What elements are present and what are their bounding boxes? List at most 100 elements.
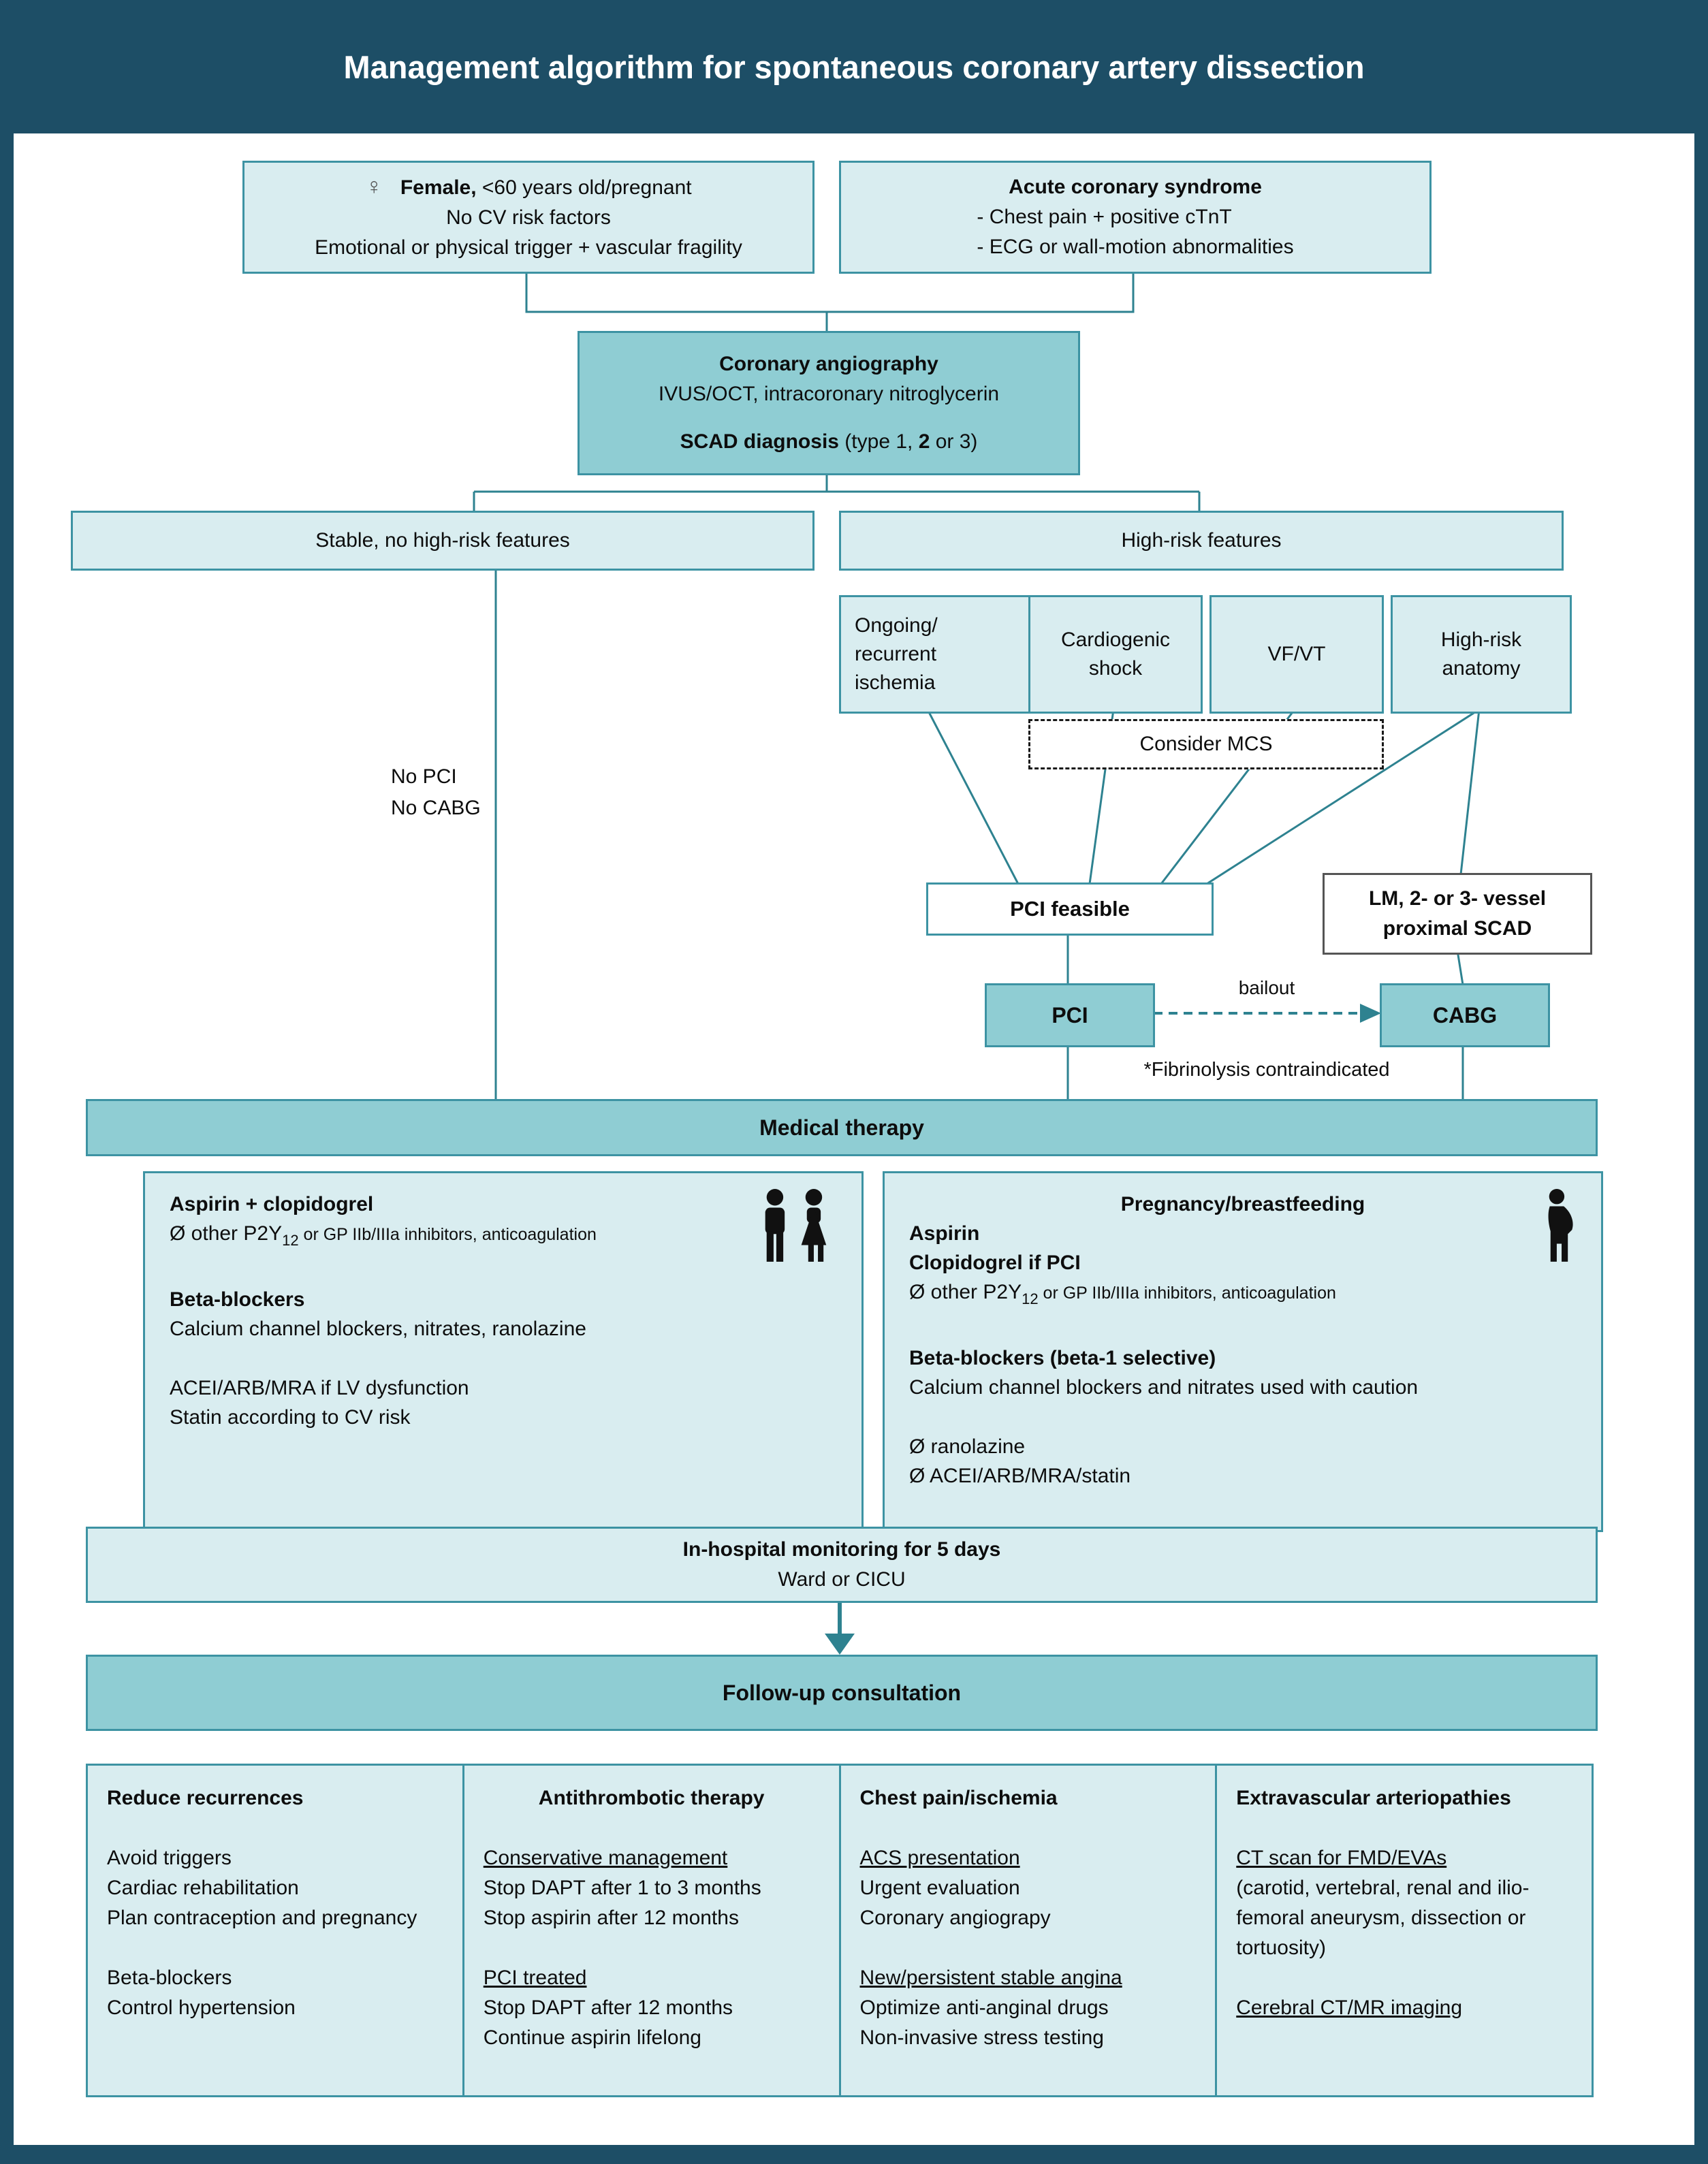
col1-line5: Control hypertension	[107, 1996, 296, 2019]
lm-line2: proximal SCAD	[1382, 917, 1532, 940]
page-title: Management algorithm for spontaneous cor…	[343, 48, 1365, 85]
preg-line1: Aspirin	[909, 1222, 980, 1245]
col3-line3: Optimize anti-anginal drugs	[859, 1996, 1109, 2019]
preg-line3-pre: Ø other	[909, 1281, 983, 1303]
no-pci-line: No PCI	[391, 765, 457, 788]
col1-line4: Beta-blockers	[107, 1967, 232, 1989]
anatomy-line2: anatomy	[1442, 657, 1521, 680]
preg-line3-p2y: P2Y	[983, 1281, 1022, 1303]
anatomy-line1: High-risk	[1440, 628, 1522, 651]
female-line1-rest: <60 years old/pregnant	[476, 176, 692, 199]
female-profile-box: ♀ Female, <60 years old/pregnant No CV ri…	[242, 161, 815, 274]
gen-line2-sub: 12	[282, 1232, 299, 1249]
scad-diagnosis-bold: SCAD diagnosis	[680, 430, 839, 453]
col4-line1: (carotid, vertebral, renal and ilio-femo…	[1236, 1877, 1530, 1959]
consider-mcs-box: Consider MCS	[1028, 719, 1384, 769]
col2-line4: Continue aspirin lifelong	[483, 2026, 701, 2049]
lm-multivessel-box: LM, 2- or 3- vessel proximal SCAD	[1323, 873, 1592, 955]
col3-sub2: New/persistent stable angina	[859, 1967, 1122, 1989]
monitoring-line2: Ward or CICU	[778, 1568, 906, 1591]
col2-line3: Stop DAPT after 12 months	[483, 1996, 733, 2019]
preg-line5: Calcium channel blockers and nitrates us…	[909, 1376, 1419, 1399]
column-chest-pain-ischemia: Chest pain/ischemia ACS presentation Urg…	[838, 1764, 1218, 2097]
col3-heading: Chest pain/ischemia	[859, 1787, 1058, 1809]
general-therapy-box: Aspirin + clopidogrel Ø other P2Y12 or G…	[143, 1171, 864, 1532]
followup-label: Follow-up consultation	[722, 1680, 962, 1705]
female-line3: Emotional or physical trigger + vascular…	[315, 236, 742, 259]
ongoing-line2: recurrent	[855, 643, 937, 665]
high-risk-label: High-risk features	[1121, 529, 1282, 552]
acs-box: Acute coronary syndrome - Chest pain + p…	[839, 161, 1432, 274]
high-risk-branch-box: High-risk features	[839, 511, 1564, 571]
cabg-label: CABG	[1432, 1002, 1498, 1028]
column-extravascular-arteriopathies: Extravascular arteriopathies CT scan for…	[1215, 1764, 1594, 2097]
medical-therapy-label: Medical therapy	[759, 1115, 924, 1140]
pci-label: PCI	[1051, 1002, 1088, 1028]
followup-banner: Follow-up consultation	[86, 1655, 1598, 1731]
preg-line7: Ø ACEI/ARB/MRA/statin	[909, 1465, 1131, 1487]
col1-heading: Reduce recurrences	[107, 1787, 304, 1809]
man-woman-icon	[755, 1188, 838, 1273]
lm-line1: LM, 2- or 3- vessel	[1368, 887, 1547, 910]
angiography-subheading: IVUS/OCT, intracoronary nitroglycerin	[658, 383, 1000, 405]
ongoing-line3: ischemia	[855, 671, 936, 694]
fibrinolysis-note: *Fibrinolysis contraindicated	[1143, 1059, 1390, 1081]
ongoing-ischemia-box: Ongoing/ recurrent ischemia	[839, 595, 1034, 714]
preg-line3-rest: or GP IIb/IIIa inhibitors, anticoagulati…	[1038, 1284, 1336, 1303]
preg-line4: Beta-blockers (beta-1 selective)	[909, 1347, 1216, 1369]
shock-line1: Cardiogenic	[1060, 628, 1171, 651]
col2-sub1: Conservative management	[483, 1847, 728, 1869]
ongoing-line1: Ongoing/	[855, 614, 938, 637]
no-cabg-line: No CABG	[391, 797, 481, 819]
pci-feasible-box: PCI feasible	[926, 882, 1214, 936]
gen-line5: ACEI/ARB/MRA if LV dysfunction	[170, 1377, 469, 1399]
monitoring-banner: In-hospital monitoring for 5 days Ward o…	[86, 1527, 1598, 1603]
preg-line3: Ø other P2Y12 or GP IIb/IIIa inhibitors,…	[909, 1277, 1577, 1314]
angiography-heading: Coronary angiography	[719, 353, 938, 375]
col3-line2: Coronary angiograpy	[859, 1907, 1051, 1929]
col3-line4: Non-invasive stress testing	[859, 2026, 1104, 2049]
medical-therapy-banner: Medical therapy	[86, 1099, 1598, 1156]
gen-line2: Ø other P2Y12 or GP IIb/IIIa inhibitors,…	[170, 1219, 837, 1255]
cardiogenic-shock-box: Cardiogenic shock	[1028, 595, 1203, 714]
pci-feasible-label: PCI feasible	[1010, 897, 1130, 921]
female-line1-bold: Female,	[400, 176, 477, 199]
gen-line6: Statin according to CV risk	[170, 1406, 411, 1429]
gen-line2-pre: Ø other	[170, 1222, 244, 1245]
scad-diagnosis-mid: (type 1,	[838, 430, 919, 453]
female-line2: No CV risk factors	[446, 206, 611, 229]
title-bar: Management algorithm for spontaneous cor…	[0, 0, 1708, 133]
col1-line2: Cardiac rehabilitation	[107, 1877, 299, 1899]
col1-line3: Plan contraception and pregnancy	[107, 1907, 417, 1929]
col3-line1: Urgent evaluation	[859, 1877, 1020, 1899]
column-reduce-recurrences: Reduce recurrences Avoid triggers Cardia…	[86, 1764, 464, 2097]
bailout-arrow	[1154, 1004, 1381, 1023]
gen-line2-rest: or GP IIb/IIIa inhibitors, anticoagulati…	[298, 1225, 597, 1244]
scad-diagnosis-type2: 2	[918, 430, 930, 453]
pci-box: PCI	[985, 983, 1155, 1047]
gen-line1: Aspirin + clopidogrel	[170, 1193, 374, 1215]
scad-diagnosis-end: or 3)	[930, 430, 978, 453]
pregnancy-therapy-box: Pregnancy/breastfeeding Aspirin Clopidog…	[883, 1171, 1603, 1532]
gen-line4: Calcium channel blockers, nitrates, rano…	[170, 1318, 586, 1340]
col4-sub2: Cerebral CT/MR imaging	[1236, 1996, 1463, 2019]
preg-heading: Pregnancy/breastfeeding	[1120, 1193, 1365, 1215]
down-arrow	[825, 1599, 855, 1655]
cabg-box: CABG	[1380, 983, 1550, 1047]
col2-sub2: PCI treated	[483, 1967, 587, 1989]
col2-heading: Antithrombotic therapy	[538, 1787, 765, 1809]
preg-line3-sub: 12	[1022, 1290, 1039, 1307]
acs-line1: - Chest pain + positive cTnT	[977, 206, 1232, 228]
col2-line1: Stop DAPT after 1 to 3 months	[483, 1877, 761, 1899]
gen-line3: Beta-blockers	[170, 1288, 305, 1311]
female-symbol-icon: ♀	[365, 174, 383, 200]
acs-heading: Acute coronary syndrome	[1009, 176, 1262, 198]
vf-vt-box: VF/VT	[1209, 595, 1384, 714]
vf-vt-label: VF/VT	[1267, 643, 1326, 665]
stable-branch-box: Stable, no high-risk features	[71, 511, 815, 571]
high-risk-anatomy-box: High-risk anatomy	[1391, 595, 1572, 714]
consider-mcs-label: Consider MCS	[1139, 733, 1273, 755]
bailout-label: bailout	[1238, 977, 1295, 998]
col2-line2: Stop aspirin after 12 months	[483, 1907, 739, 1929]
col3-sub1: ACS presentation	[859, 1847, 1020, 1869]
